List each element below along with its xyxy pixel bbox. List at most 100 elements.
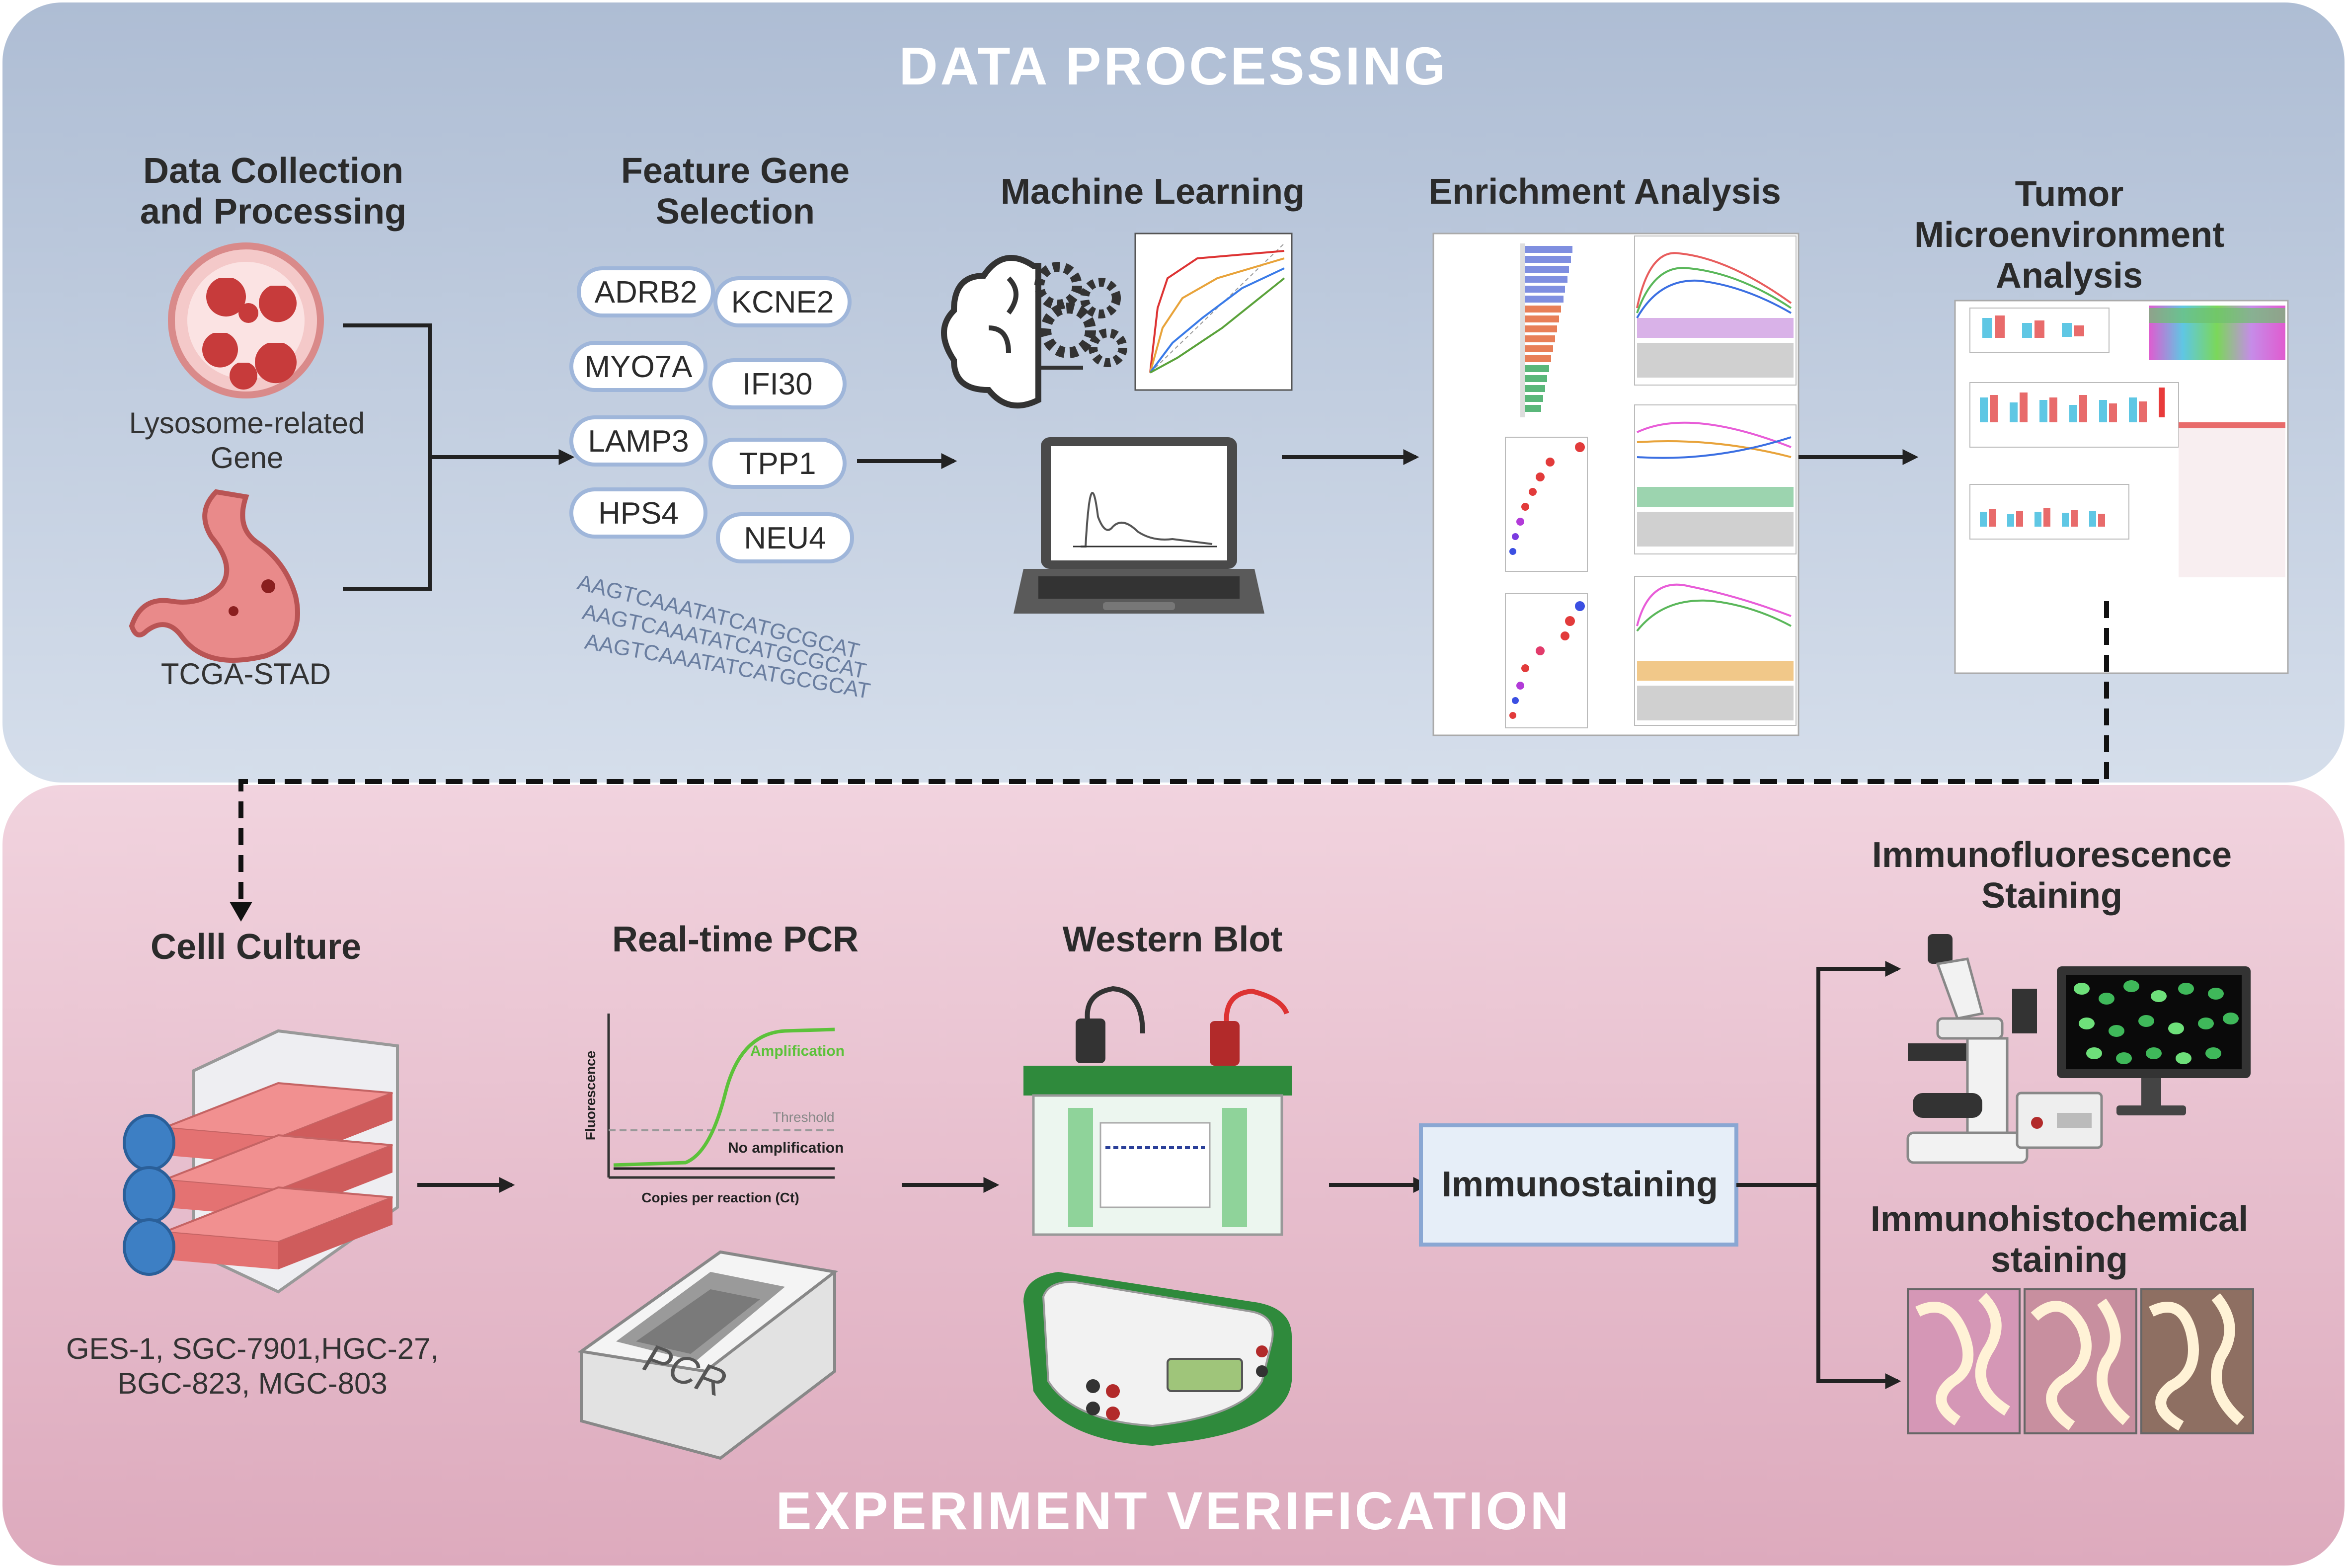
cell-culture-section: Celll Culture GES-1, SGC-7901,HGC-27, BG… — [66, 927, 515, 1400]
power-supply-icon — [1023, 1272, 1292, 1446]
tme-title-1: Tumor — [2015, 174, 2124, 214]
pcr-machine-icon: PCR — [577, 1250, 839, 1460]
tme-section: Tumor Microenvironment Analysis — [230, 174, 2289, 922]
gene-label-lamp3: LAMP3 — [588, 424, 689, 459]
y-axis-label: Fluorescence — [583, 1051, 598, 1141]
cell-flask-icon — [123, 1029, 399, 1294]
gene-label-neu4: NEU4 — [744, 521, 826, 555]
amplification-label: Amplification — [750, 1043, 845, 1059]
gsea-panel-3 — [1634, 576, 1797, 726]
fluorescent-cell — [2146, 1047, 2162, 1059]
fluorescent-cell — [2223, 1013, 2239, 1024]
lysosome-label-1: Lysosome-related — [129, 406, 365, 440]
kegg-dots-1 — [1509, 442, 1585, 555]
gene-pill — [708, 358, 847, 409]
western-section: Western Blot — [1023, 920, 1429, 1446]
immunostaining-label: Immunostaining — [1442, 1165, 1718, 1204]
amplification-plot: Amplification Threshold No amplification… — [583, 1014, 845, 1205]
tme-title-2: Microenvironment — [1914, 215, 2224, 255]
no-amplification-label: No amplification — [728, 1140, 844, 1156]
kegg-dots-2 — [1509, 601, 1585, 719]
fluorescent-cell — [2099, 993, 2114, 1005]
enrichment-section: Enrichment Analysis — [1428, 172, 1919, 736]
fluorescent-cell — [2168, 1022, 2184, 1034]
gsea-panel-2 — [1634, 404, 1797, 554]
gene-label-hps4: HPS4 — [598, 496, 679, 531]
fluorescent-cell — [2198, 1018, 2214, 1029]
dashed-connector-head — [230, 902, 252, 922]
gene-label-kcne2: KCNE2 — [731, 285, 834, 319]
if-title-2: Staining — [1981, 876, 2122, 916]
tme-figure-thumbnail — [1954, 300, 2289, 674]
cell-lines-1: GES-1, SGC-7901,HGC-27, — [66, 1332, 439, 1365]
fluorescent-cell — [2205, 1047, 2221, 1059]
ihc-title-1: Immunohistochemical — [1871, 1199, 2248, 1239]
fluorescent-cell — [2079, 1018, 2095, 1029]
pcr-section: Real-time PCR Amplification Threshold No… — [577, 920, 1000, 1460]
data-collection-title-1: Data Collection — [143, 151, 403, 191]
electrophoresis-tank-icon — [1023, 986, 1292, 1236]
lysosome-icon — [168, 242, 324, 398]
immunostaining-box — [1419, 1123, 1738, 1247]
dashed-connector — [238, 601, 2109, 904]
enrichment-figure-thumbnail — [1432, 233, 1799, 736]
go-bars — [1525, 246, 1572, 412]
split-connector — [1736, 969, 1820, 1381]
fluorescent-cell — [2176, 1052, 2191, 1064]
fluorescent-cell — [2178, 983, 2194, 995]
brain-gears-icon — [941, 255, 1127, 409]
cell-culture-title: Celll Culture — [151, 927, 361, 967]
x-axis-label: Copies per reaction (Ct) — [641, 1190, 799, 1205]
monitor-icon — [2057, 966, 2251, 1115]
ihc-title-2: staining — [1991, 1240, 2128, 1280]
gene-pill — [577, 266, 715, 317]
tissue-image-icon — [1907, 1288, 2254, 1434]
feature-selection-title-2: Selection — [656, 192, 815, 232]
if-section: Immunofluorescence Staining — [1872, 835, 2251, 1164]
ihc-section: Immunohistochemical staining — [1871, 1199, 2254, 1434]
banner-experiment-verification: EXPERIMENT VERIFICATION — [776, 1481, 1571, 1541]
fluorescent-cell — [2116, 1052, 2132, 1064]
pcr-title: Real-time PCR — [612, 920, 859, 959]
laptop-icon — [1014, 437, 1264, 614]
gene-label-tpp1: TPP1 — [739, 447, 816, 481]
tme-title-3: Analysis — [1996, 256, 2143, 296]
enrichment-title: Enrichment Analysis — [1428, 172, 1781, 212]
fluorescent-cell — [2151, 990, 2167, 1002]
gene-pill — [569, 415, 707, 467]
fluorescent-cell — [2074, 983, 2090, 995]
data-collection-section: Data Collection and Processing Lysosome-… — [129, 151, 575, 691]
gsea-panel-1 — [1634, 235, 1797, 386]
if-title-1: Immunofluorescence — [1872, 835, 2232, 875]
fluorescent-cell — [2109, 1025, 2124, 1037]
gene-pill — [708, 438, 847, 489]
gene-label-adrb2: ADRB2 — [595, 275, 698, 310]
machine-learning-section: Machine Learning — [941, 172, 1419, 614]
fluorescent-cell — [2123, 980, 2139, 992]
gene-pill — [569, 487, 707, 539]
machine-learning-title: Machine Learning — [1001, 172, 1305, 212]
western-title: Western Blot — [1063, 920, 1283, 959]
boxplots — [1969, 315, 2179, 540]
cell-lines-2: BGC-823, MGC-803 — [117, 1367, 388, 1400]
lysosome-label-2: Gene — [211, 441, 284, 474]
gene-label-ifi30: IFI30 — [742, 367, 812, 401]
feature-selection-title-1: Feature Gene — [621, 151, 850, 191]
fluorescent-cell — [2086, 1047, 2102, 1059]
fluorescent-cell — [2208, 988, 2224, 1000]
immunostaining-section: Immunostaining — [1419, 961, 1901, 1389]
gene-pill — [713, 276, 852, 327]
fluorescent-cells — [2074, 980, 2239, 1064]
roc-plot-thumbnail — [1134, 233, 1293, 391]
light-source-icon — [2016, 1092, 2103, 1149]
microscope-icon — [1906, 934, 2037, 1164]
dataset-label: TCGA-STAD — [161, 657, 331, 691]
threshold-label: Threshold — [773, 1109, 835, 1125]
banner-data-processing: DATA PROCESSING — [899, 36, 1448, 96]
gene-pill — [569, 341, 707, 392]
gene-pill — [716, 512, 854, 563]
gene-label-myo7a: MYO7A — [584, 350, 693, 384]
data-collection-title-2: and Processing — [140, 192, 406, 232]
